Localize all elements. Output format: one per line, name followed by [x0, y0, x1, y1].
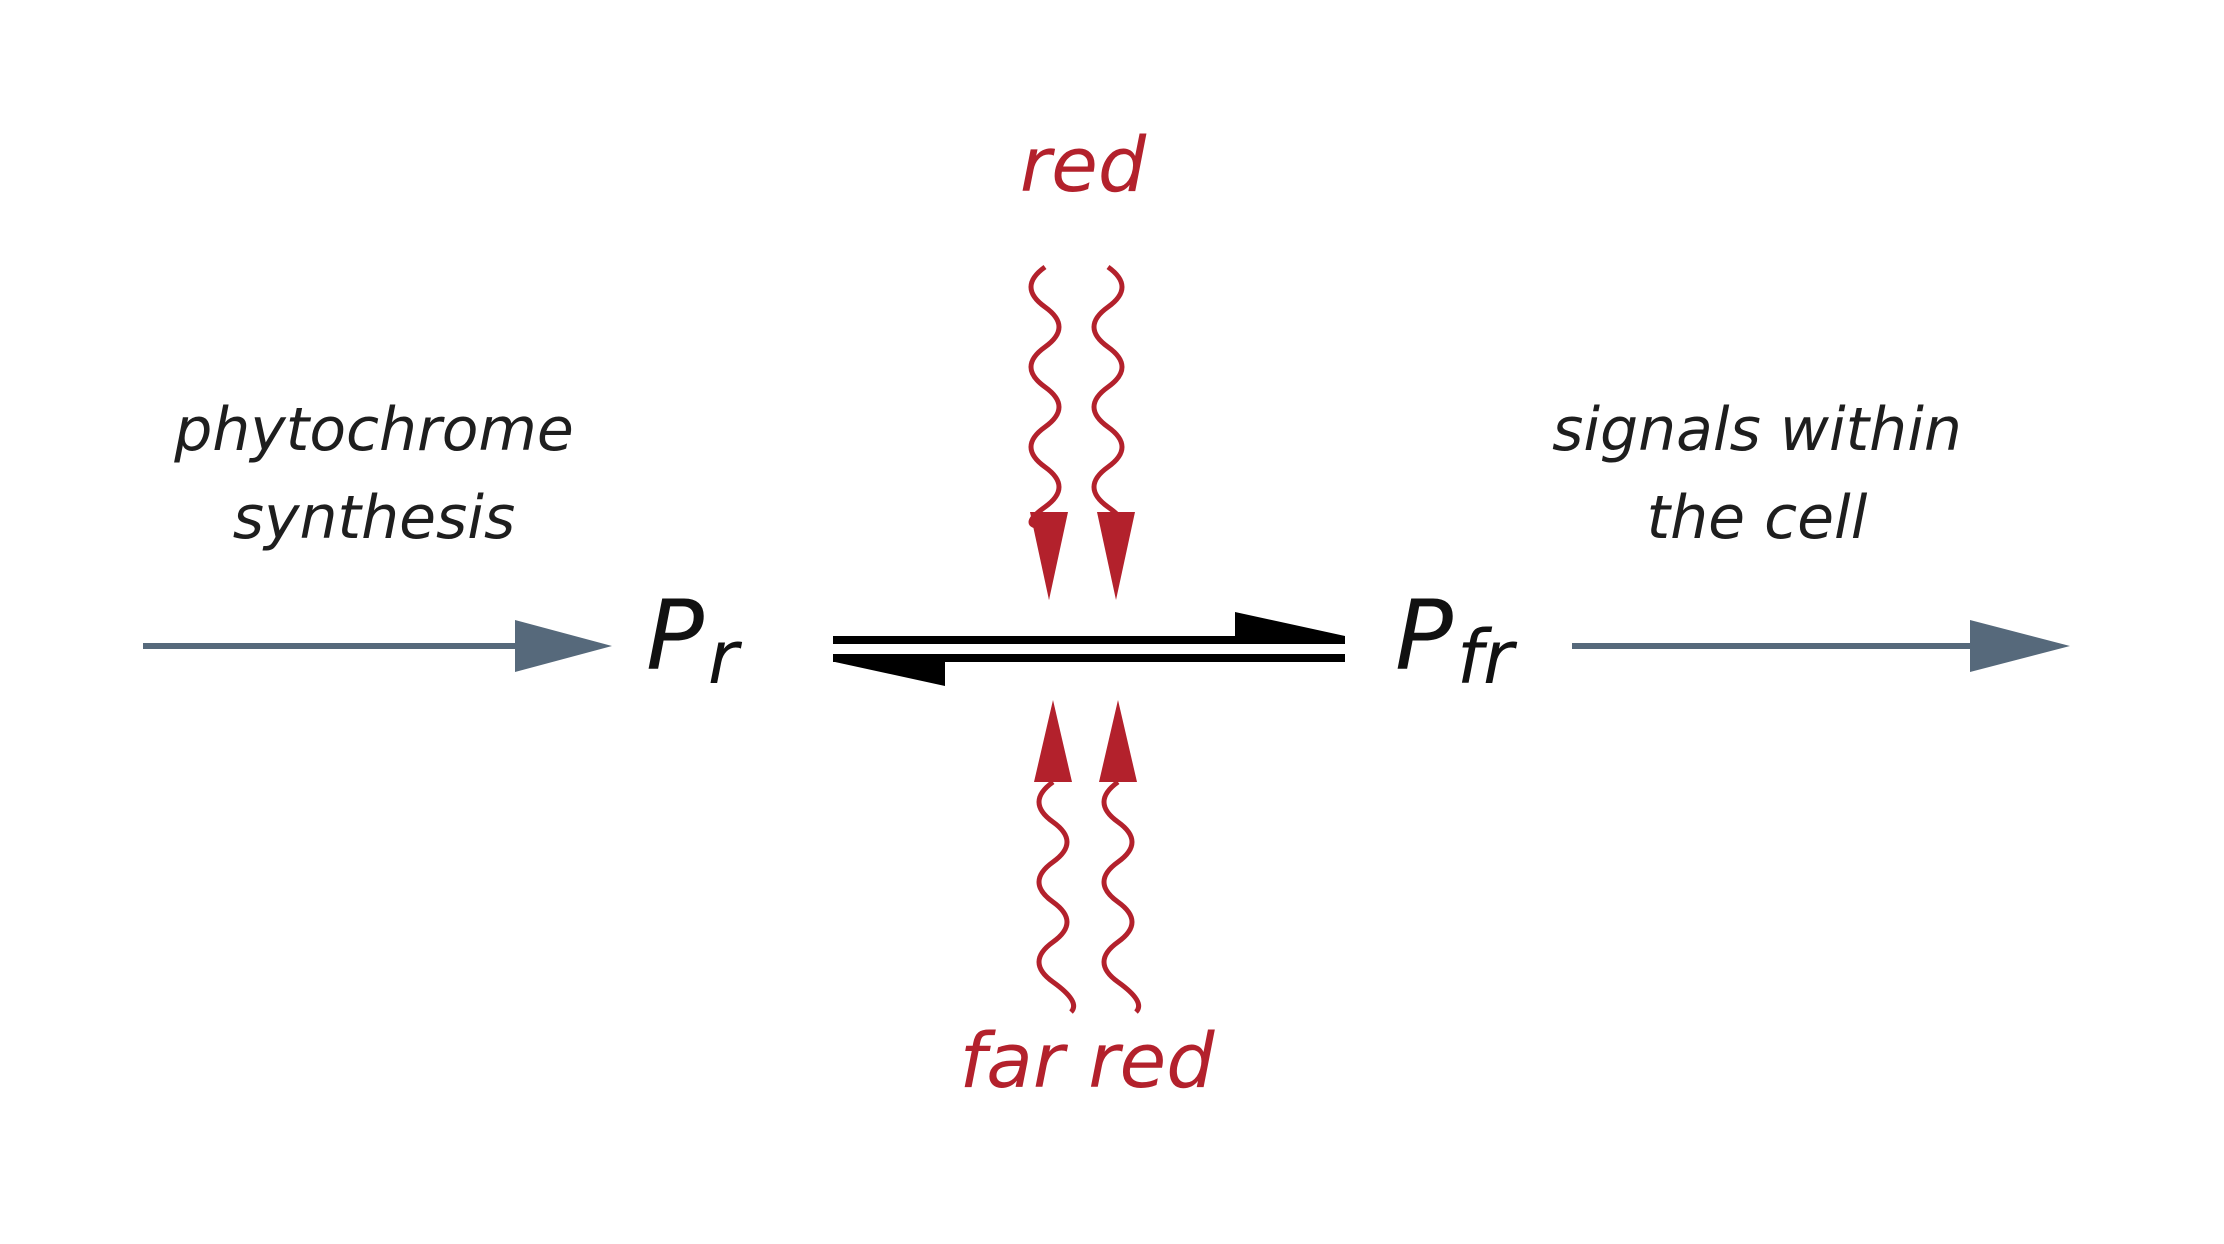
red-light-wave-left: [1028, 264, 1062, 530]
phytochrome-synthesis-line2: synthesis: [232, 483, 516, 553]
signals-line2: the cell: [1646, 483, 1868, 553]
equilibrium-arrows: [833, 612, 1345, 686]
red-light-wave-right: [1091, 264, 1125, 530]
phytochrome-synthesis-label: phytochrome synthesis: [24, 386, 724, 562]
signals-within-cell-label: signals within the cell: [1407, 386, 2107, 562]
signals-arrow: [1572, 620, 2070, 672]
pr-state: Pr: [646, 580, 738, 701]
pr-main: P: [646, 580, 704, 692]
red-light-arrows: [1028, 264, 1135, 600]
signals-line1: signals within: [1552, 395, 1962, 465]
pfr-state: Pfr: [1395, 580, 1513, 701]
far-red-light-arrows: [1034, 700, 1142, 1014]
far-red-light-label: far red: [959, 1016, 1215, 1105]
far-red-light-wave-left: [1036, 779, 1077, 1014]
pfr-subscript: fr: [1456, 615, 1514, 701]
pfr-main: P: [1395, 580, 1453, 692]
phytochrome-synthesis-line1: phytochrome: [174, 395, 574, 465]
far-red-light-wave-right: [1101, 779, 1142, 1014]
red-light-label: red: [1019, 120, 1147, 209]
pr-subscript: r: [707, 615, 739, 701]
synthesis-arrow: [143, 620, 612, 672]
